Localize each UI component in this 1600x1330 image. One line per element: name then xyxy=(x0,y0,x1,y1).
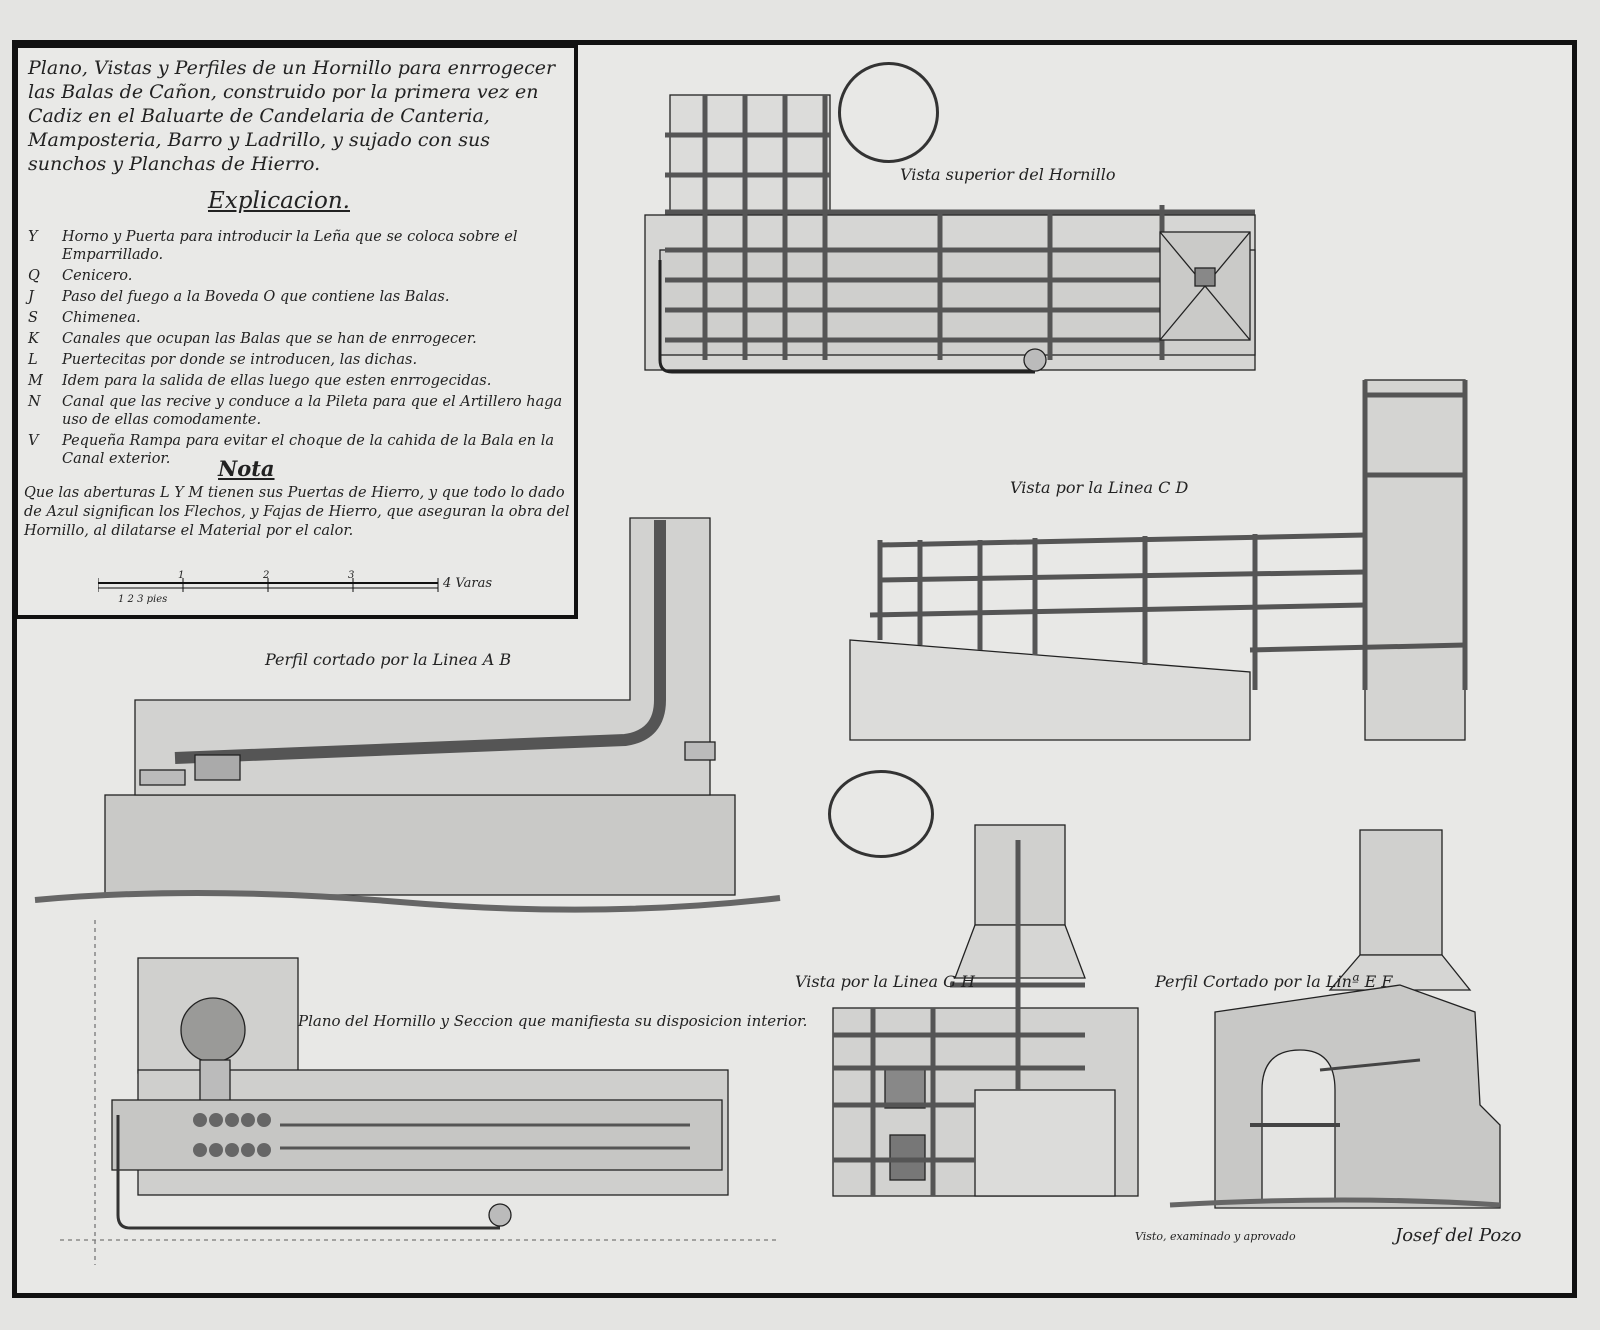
scale-bar xyxy=(98,578,439,592)
plan-drawing xyxy=(60,920,780,1265)
caption-view-gh: Vista por la Linea G H xyxy=(795,972,975,991)
view-gh-drawing xyxy=(832,824,1139,1197)
caption-profile-ab: Perfil cortado por la Linea A B xyxy=(265,650,512,669)
scale-tick: 2 xyxy=(263,570,270,581)
seal-stamp xyxy=(838,62,939,163)
caption-plan: Plano del Hornillo y Seccion que manifie… xyxy=(298,1012,808,1030)
top-view-drawing xyxy=(644,94,1256,374)
scale-sub: 1 2 3 pies xyxy=(118,594,168,605)
caption-profile-ef: Perfil Cortado por la Linª E F xyxy=(1155,972,1393,991)
explicacion-heading: Explicacion. xyxy=(208,188,350,214)
profile-ab-drawing xyxy=(34,517,781,913)
signature-name: Josef del Pozo xyxy=(1395,1225,1522,1246)
scale-tick: 1 xyxy=(178,570,185,581)
caption-top-view: Vista superior del Hornillo xyxy=(900,165,1116,184)
view-cd-drawing xyxy=(849,379,1468,741)
document-title: Plano, Vistas y Perfiles de un Hornillo … xyxy=(28,57,556,175)
scale-tick: 3 xyxy=(348,570,355,581)
signature-note: Visto, examinado y aprovado xyxy=(1135,1230,1296,1243)
scale-unit: 4 Varas xyxy=(443,576,492,591)
seal-stamp xyxy=(828,770,934,858)
nota-text: Que las aberturas L Y M tienen sus Puert… xyxy=(24,485,570,539)
profile-ef-drawing xyxy=(1169,829,1501,1209)
nota-heading: Nota xyxy=(218,456,275,481)
caption-view-cd: Vista por la Linea C D xyxy=(1010,478,1189,497)
legend-box: Plano, Vistas y Perfiles de un Hornillo … xyxy=(14,44,578,619)
